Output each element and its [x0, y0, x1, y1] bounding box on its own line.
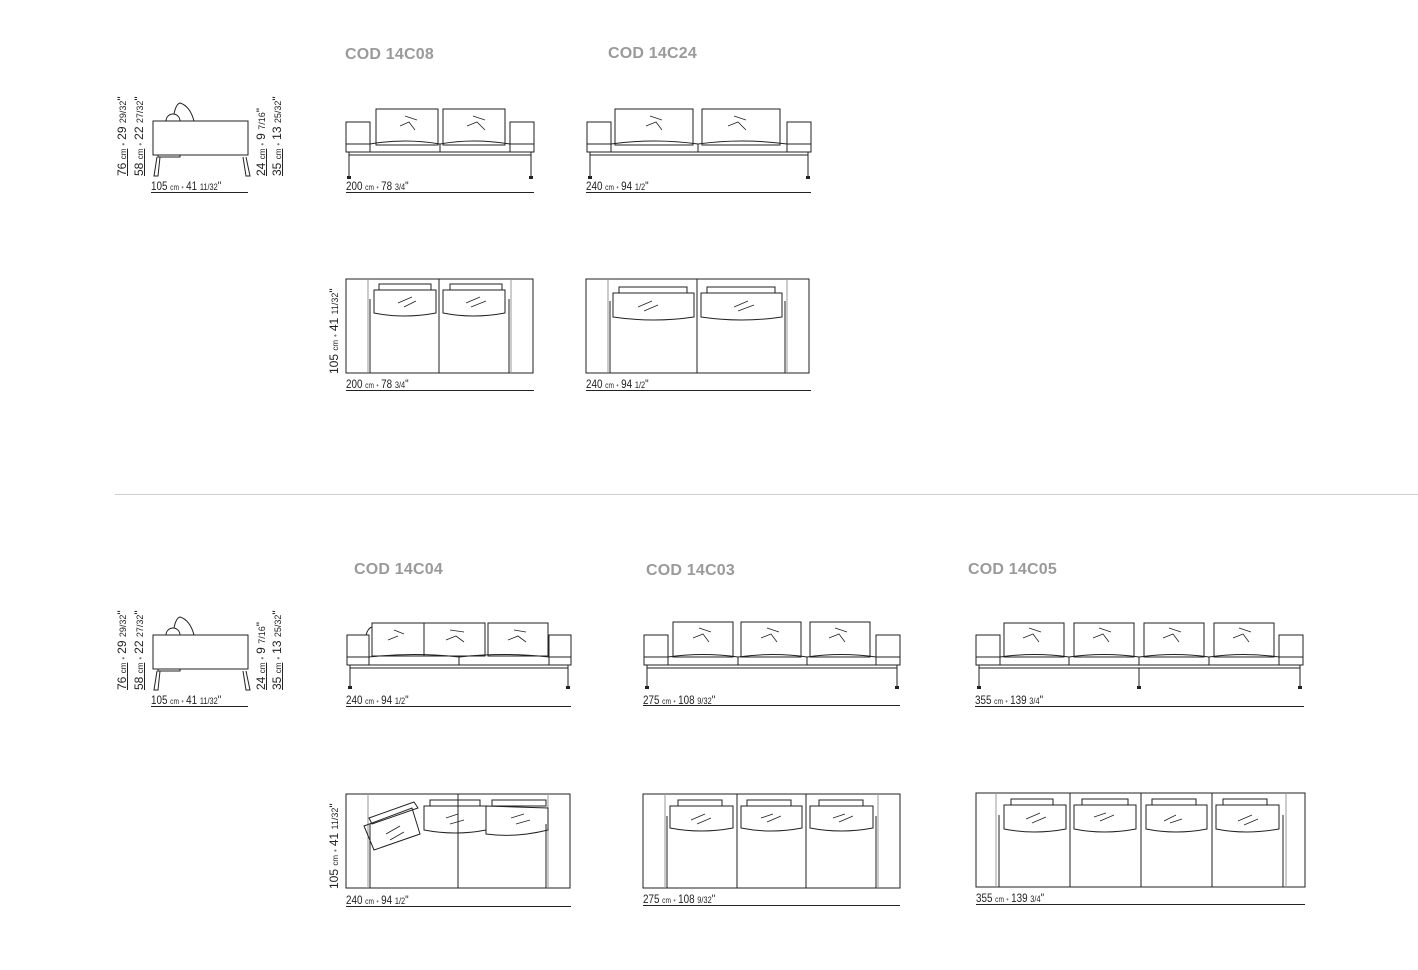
front-view-14c24: [586, 108, 812, 179]
height-24: 24 cm•9 7/16": [254, 621, 268, 690]
dimension-line: [346, 192, 534, 193]
plan-width-14c04: 240 cm•94 1/2": [346, 893, 409, 907]
plan-view-14c08: [345, 278, 534, 374]
side-view-drawing: [152, 616, 251, 691]
height-35: 35 cm•13 25/32": [270, 96, 284, 176]
dimension-line: [643, 905, 900, 906]
height-35: 35 cm•13 25/32": [270, 610, 284, 690]
dimension-line: [346, 906, 571, 907]
front-width-14c03: 275 cm•108 9/32": [643, 693, 716, 707]
front-width-14c05: 355 cm•139 3/4": [975, 693, 1044, 707]
height-76: 76 cm•29 29/32": [115, 96, 129, 176]
plan-view-14c05: [975, 792, 1306, 888]
front-view-14c08: [345, 108, 535, 179]
model-code-14c04: COD 14C04: [354, 561, 443, 578]
dimension-line: [586, 390, 811, 391]
front-view-14c05: [975, 622, 1304, 689]
plan-view-14c24: [585, 278, 810, 374]
height-76: 76 cm•29 29/32": [115, 610, 129, 690]
model-code-14c24: COD 14C24: [608, 45, 697, 62]
plan-depth-14c04: 105 cm•41 11/32": [327, 803, 341, 889]
side-view-drawing: [152, 102, 251, 177]
side-depth-label: 105 cm•41 11/32": [151, 179, 222, 193]
dimension-line: [586, 192, 811, 193]
side-depth-label: 105 cm•41 11/32": [151, 693, 222, 707]
plan-view-14c03: [642, 793, 901, 889]
front-view-14c03: [643, 621, 901, 689]
plan-depth-14c08: 105 cm•41 11/32": [327, 288, 341, 374]
dimension-line: [643, 705, 900, 706]
dimension-line: [151, 706, 248, 707]
dimension-line: [975, 706, 1304, 707]
front-width-14c08: 200 cm•78 3/4": [346, 179, 409, 193]
front-width-14c24: 240 cm•94 1/2": [586, 179, 649, 193]
plan-width-14c03: 275 cm•108 9/32": [643, 892, 716, 906]
model-code-14c03: COD 14C03: [646, 562, 735, 579]
section-divider: [115, 494, 1418, 495]
height-58: 58 cm•22 27/32": [132, 96, 146, 176]
front-width-14c04: 240 cm•94 1/2": [346, 693, 409, 707]
front-view-14c04: [346, 622, 572, 689]
plan-width-14c05: 355 cm•139 3/4": [976, 891, 1045, 905]
plan-view-14c04: [345, 793, 571, 889]
height-58: 58 cm•22 27/32": [132, 610, 146, 690]
plan-width-14c24: 240 cm•94 1/2": [586, 377, 649, 391]
plan-width-14c08: 200 cm•78 3/4": [346, 377, 409, 391]
model-code-14c08: COD 14C08: [345, 46, 434, 63]
dimension-line: [151, 192, 248, 193]
dimension-line: [976, 904, 1305, 905]
dimension-line: [346, 390, 534, 391]
dimension-line: [346, 706, 571, 707]
height-24: 24 cm•9 7/16": [254, 107, 268, 176]
model-code-14c05: COD 14C05: [968, 561, 1057, 578]
